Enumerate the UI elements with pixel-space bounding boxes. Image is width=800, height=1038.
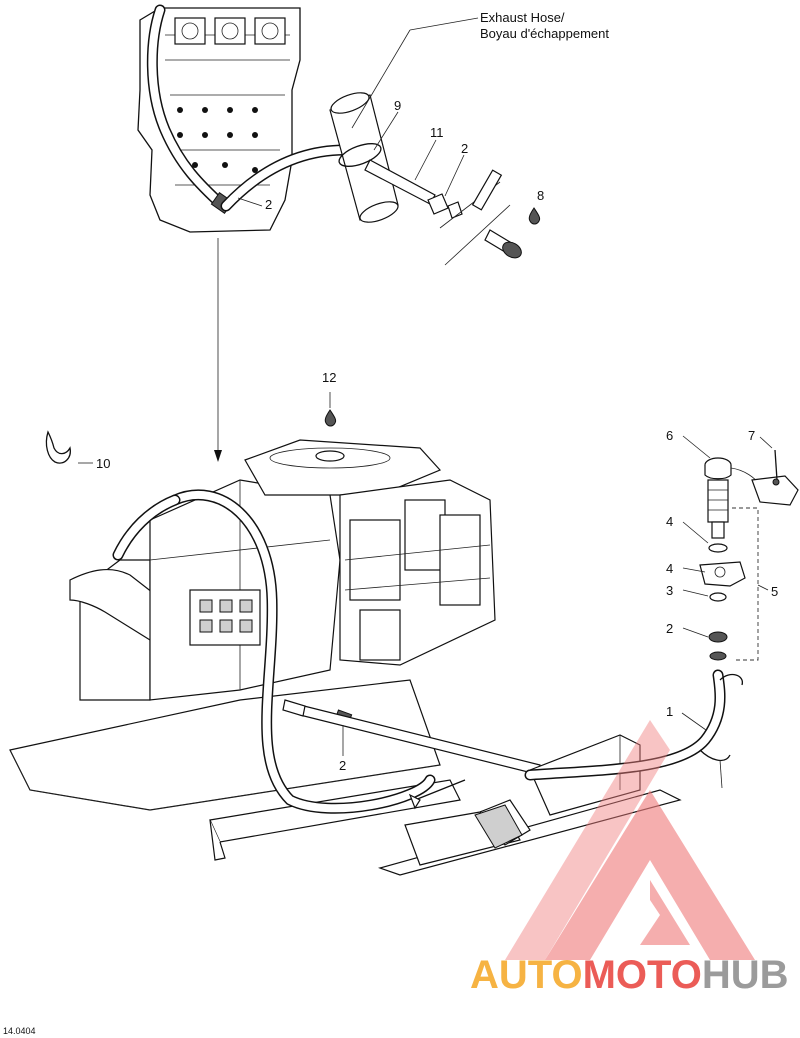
clip-item-10 [45, 430, 93, 464]
callout-4a: 4 [666, 514, 673, 529]
oil-drop-icon [324, 409, 337, 427]
exhaust-hose-annotation: Exhaust Hose/ Boyau d'échappement [480, 10, 609, 41]
callout-12: 12 [322, 370, 336, 385]
callout-2-right: 2 [666, 621, 673, 636]
callout-7: 7 [748, 428, 755, 443]
rear-frame [377, 669, 743, 876]
grease-drop-icon [528, 207, 541, 225]
callout-2-bottom: 2 [339, 758, 346, 773]
callout-5: 5 [771, 584, 778, 599]
callout-1: 1 [666, 704, 673, 719]
callout-10: 10 [96, 456, 110, 471]
callout-2-engine-top: 2 [265, 197, 272, 212]
callout-4b: 4 [666, 561, 673, 576]
watermark-auto: AUTO [470, 953, 583, 997]
main-engine-assembly [9, 392, 541, 861]
callout-11: 11 [430, 125, 444, 140]
engine-bolts [177, 107, 258, 173]
watermark-moto: MOTO [583, 953, 702, 997]
annotation-line-1: Exhaust Hose/ [480, 10, 565, 25]
filler-cap-stack [681, 435, 799, 731]
callout-3: 3 [666, 583, 673, 598]
watermark-logo-triangle [545, 790, 755, 960]
callout-9: 9 [394, 98, 401, 113]
upper-engine-detail [137, 4, 541, 462]
callout-labels: 9 11 2 8 2 12 10 6 7 4 4 5 3 2 1 2 [96, 98, 778, 773]
callout-2-top: 2 [461, 141, 468, 156]
watermark-hub: HUB [702, 953, 789, 997]
automotohub-watermark: AUTOMOTOHUB [470, 720, 789, 997]
figure-number: 14.0404 [3, 1026, 36, 1036]
annotation-line-2: Boyau d'échappement [480, 26, 609, 41]
callout-6: 6 [666, 428, 673, 443]
callout-8: 8 [537, 188, 544, 203]
exhaust-hose [329, 92, 399, 223]
svg-text:AUTOMOTOHUB: AUTOMOTOHUB [470, 953, 789, 997]
